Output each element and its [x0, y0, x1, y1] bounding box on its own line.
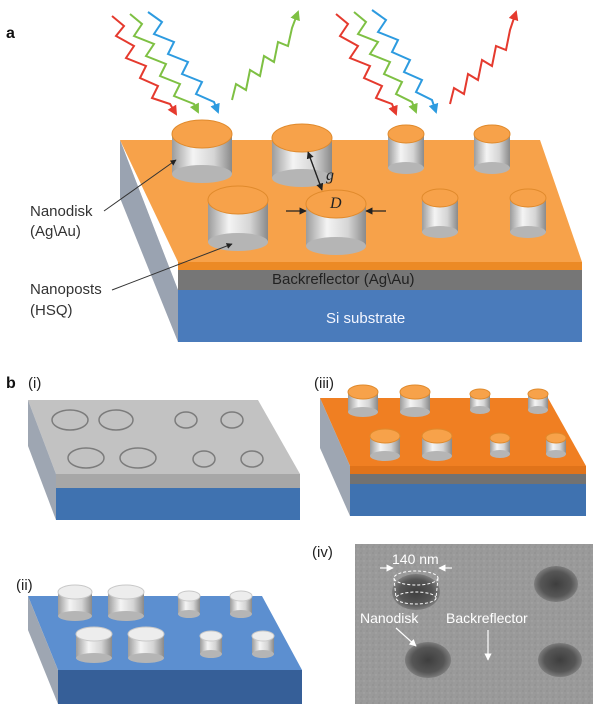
red-scatter-icon — [449, 10, 519, 105]
nanodisk — [207, 185, 269, 251]
nanodisk-array-a — [171, 119, 547, 255]
panel-b-label: b — [6, 375, 16, 392]
subpanel-iii: (iii) — [314, 375, 586, 516]
nanodisk — [399, 384, 431, 417]
gap-label: g — [326, 167, 334, 184]
subpanel-i: (i) — [28, 375, 300, 520]
subpanel-iv: (iv) 140 nm Nanodisk Backreflector — [312, 544, 593, 704]
nanodisk — [421, 188, 459, 238]
backreflector-layer — [178, 270, 582, 290]
nanopost — [251, 630, 275, 658]
nanopost — [199, 630, 223, 658]
nanopost — [229, 590, 253, 618]
scattered-light-left — [231, 10, 300, 101]
sem-nanodisk — [538, 643, 582, 677]
nanodisk — [271, 123, 333, 187]
nanodisk — [387, 124, 425, 174]
panel-b: b (i) (iii) — [6, 375, 593, 704]
nanoposts-label: Nanoposts — [30, 281, 102, 298]
nanopost-array-ii — [57, 584, 275, 663]
nanodisk — [171, 119, 233, 183]
si-substrate-layer — [178, 290, 582, 342]
nanodisk — [369, 428, 401, 461]
nanopost — [75, 626, 113, 663]
nanopost — [107, 584, 145, 621]
subpanel-i-label: (i) — [28, 375, 41, 392]
sem-nanodisk-label: Nanodisk — [360, 610, 419, 626]
blue-ray-2-icon — [371, 9, 439, 114]
nanodisk — [545, 432, 567, 458]
scattered-light-right — [449, 10, 519, 105]
subpanel-iv-label: (iv) — [312, 544, 333, 561]
backreflector-label: Backreflector (Ag\Au) — [272, 271, 415, 288]
nanodisk — [469, 388, 491, 414]
nanodisk-label: Nanodisk — [30, 203, 93, 220]
nanopost — [177, 590, 201, 618]
panel-a-label: a — [6, 25, 15, 42]
nanodisk — [473, 124, 511, 174]
nanopost — [57, 584, 93, 621]
nanopost — [127, 626, 165, 663]
substrate-label: Si substrate — [326, 310, 405, 327]
subpanel-ii: (ii) — [16, 577, 302, 704]
scale-label: 140 nm — [392, 551, 439, 567]
blue-ray-icon — [147, 11, 220, 114]
red-ray-icon — [111, 15, 178, 116]
sem-backreflector-label: Backreflector — [446, 610, 528, 626]
nanodisk-array-iii — [347, 384, 567, 461]
nanodisk — [305, 189, 367, 255]
nanodisk — [489, 432, 511, 458]
nanodisk — [509, 188, 547, 238]
subpanel-iii-label: (iii) — [314, 375, 334, 392]
resist-pattern-holes — [51, 409, 264, 469]
diameter-label: D — [329, 195, 342, 212]
nanodisk — [421, 428, 453, 461]
incident-light-right — [335, 9, 439, 116]
nanodisk-material-label: (Ag\Au) — [30, 223, 81, 240]
green-scatter-icon — [231, 10, 300, 101]
sem-outline — [393, 570, 439, 605]
incident-light-left — [111, 11, 220, 116]
nanodisk — [347, 384, 379, 417]
sem-nanodisk — [405, 642, 451, 678]
nanodisk-callout-line — [103, 159, 177, 212]
sem-nanodisk — [534, 566, 578, 602]
nanoposts-material-label: (HSQ) — [30, 302, 73, 319]
panel-a: a Backreflector (Ag\Au) Si substr — [6, 9, 582, 342]
sem-nanodisk-arrow — [395, 627, 417, 647]
nanoposts-callout-line — [111, 243, 233, 291]
green-ray-2-icon — [353, 11, 418, 114]
red-ray-2-icon — [335, 13, 398, 116]
green-ray-icon — [129, 13, 199, 114]
subpanel-ii-label: (ii) — [16, 577, 33, 594]
nanodisk — [527, 388, 549, 414]
